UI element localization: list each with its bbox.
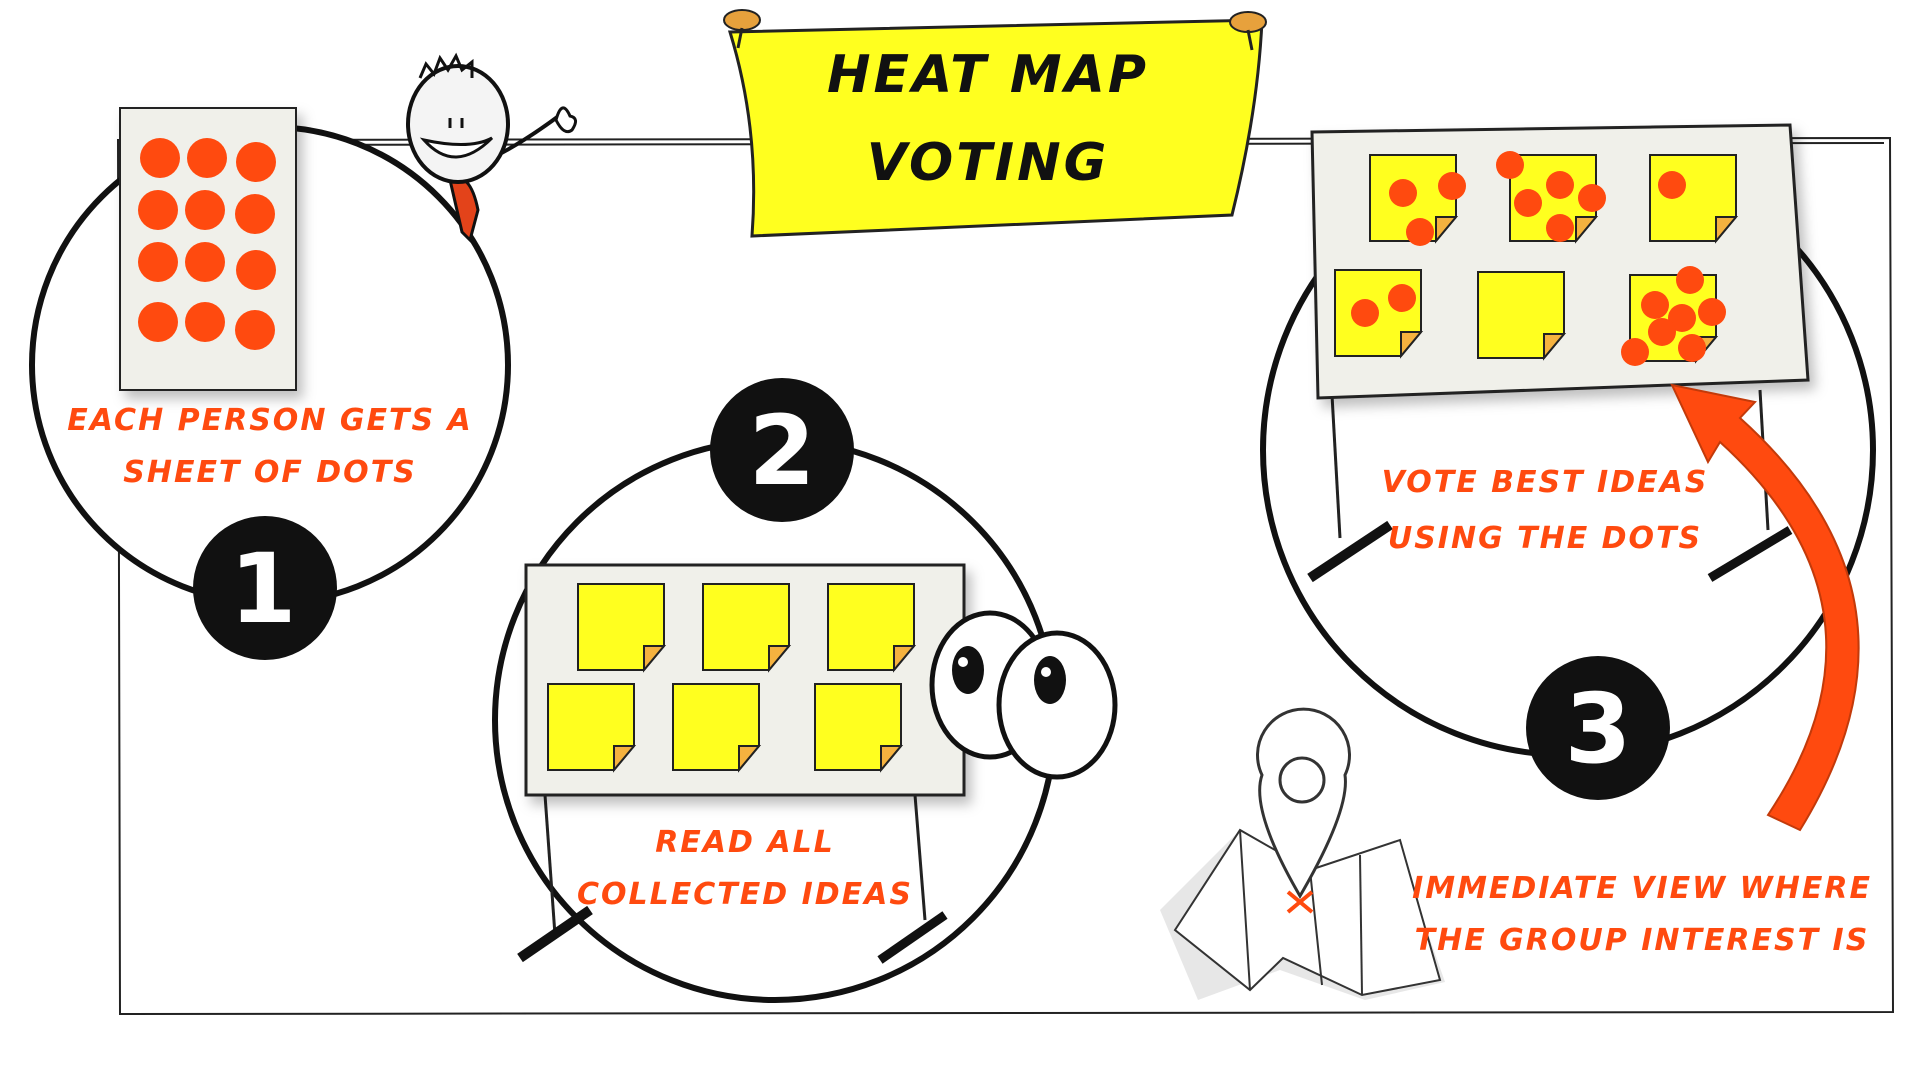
step-2-circle: READ ALL COLLECTED IDEAS 2: [492, 378, 1118, 1003]
map-pin-icon: [1160, 707, 1445, 1000]
stick-figure-icon: [406, 52, 577, 243]
vote-dots: [1351, 151, 1726, 366]
curved-arrow-icon: [1670, 383, 1860, 832]
step-2-caption-line1: READ ALL: [655, 825, 835, 860]
step-1-caption-line2: SHEET OF DOTS: [123, 455, 417, 490]
step-3-circle: VOTE BEST IDEAS USING THE DOTS 3: [1260, 123, 1876, 800]
title-line2: VOTING: [867, 133, 1110, 193]
pushpin-icon: [723, 9, 761, 49]
step-2-caption-line2: COLLECTED IDEAS: [577, 877, 913, 912]
title-line1: HEAT MAP: [827, 45, 1149, 105]
step-2-badge: 2: [710, 378, 854, 522]
step-1-number: 1: [230, 533, 297, 645]
step-1-caption-line1: EACH PERSON GETS A: [67, 403, 472, 438]
step-1-badge: 1: [193, 516, 337, 660]
title-banner: HEAT MAP VOTING: [723, 9, 1267, 238]
result-caption-line1: IMMEDIATE VIEW WHERE: [1412, 871, 1872, 906]
step-2-number: 2: [749, 395, 816, 507]
step-3-caption-line1: VOTE BEST IDEAS: [1382, 465, 1709, 500]
result-caption-line2: THE GROUP INTEREST IS: [1415, 923, 1870, 958]
step-3-badge: 3: [1526, 656, 1670, 800]
step-3-number: 3: [1565, 673, 1632, 785]
eyes-icon: [929, 610, 1118, 780]
pushpin-icon: [1229, 11, 1267, 51]
dot-grid: [138, 138, 276, 350]
step-1-circle: EACH PERSON GETS A SHEET OF DOTS 1: [29, 52, 577, 660]
step-3-caption-line2: USING THE DOTS: [1388, 521, 1702, 556]
